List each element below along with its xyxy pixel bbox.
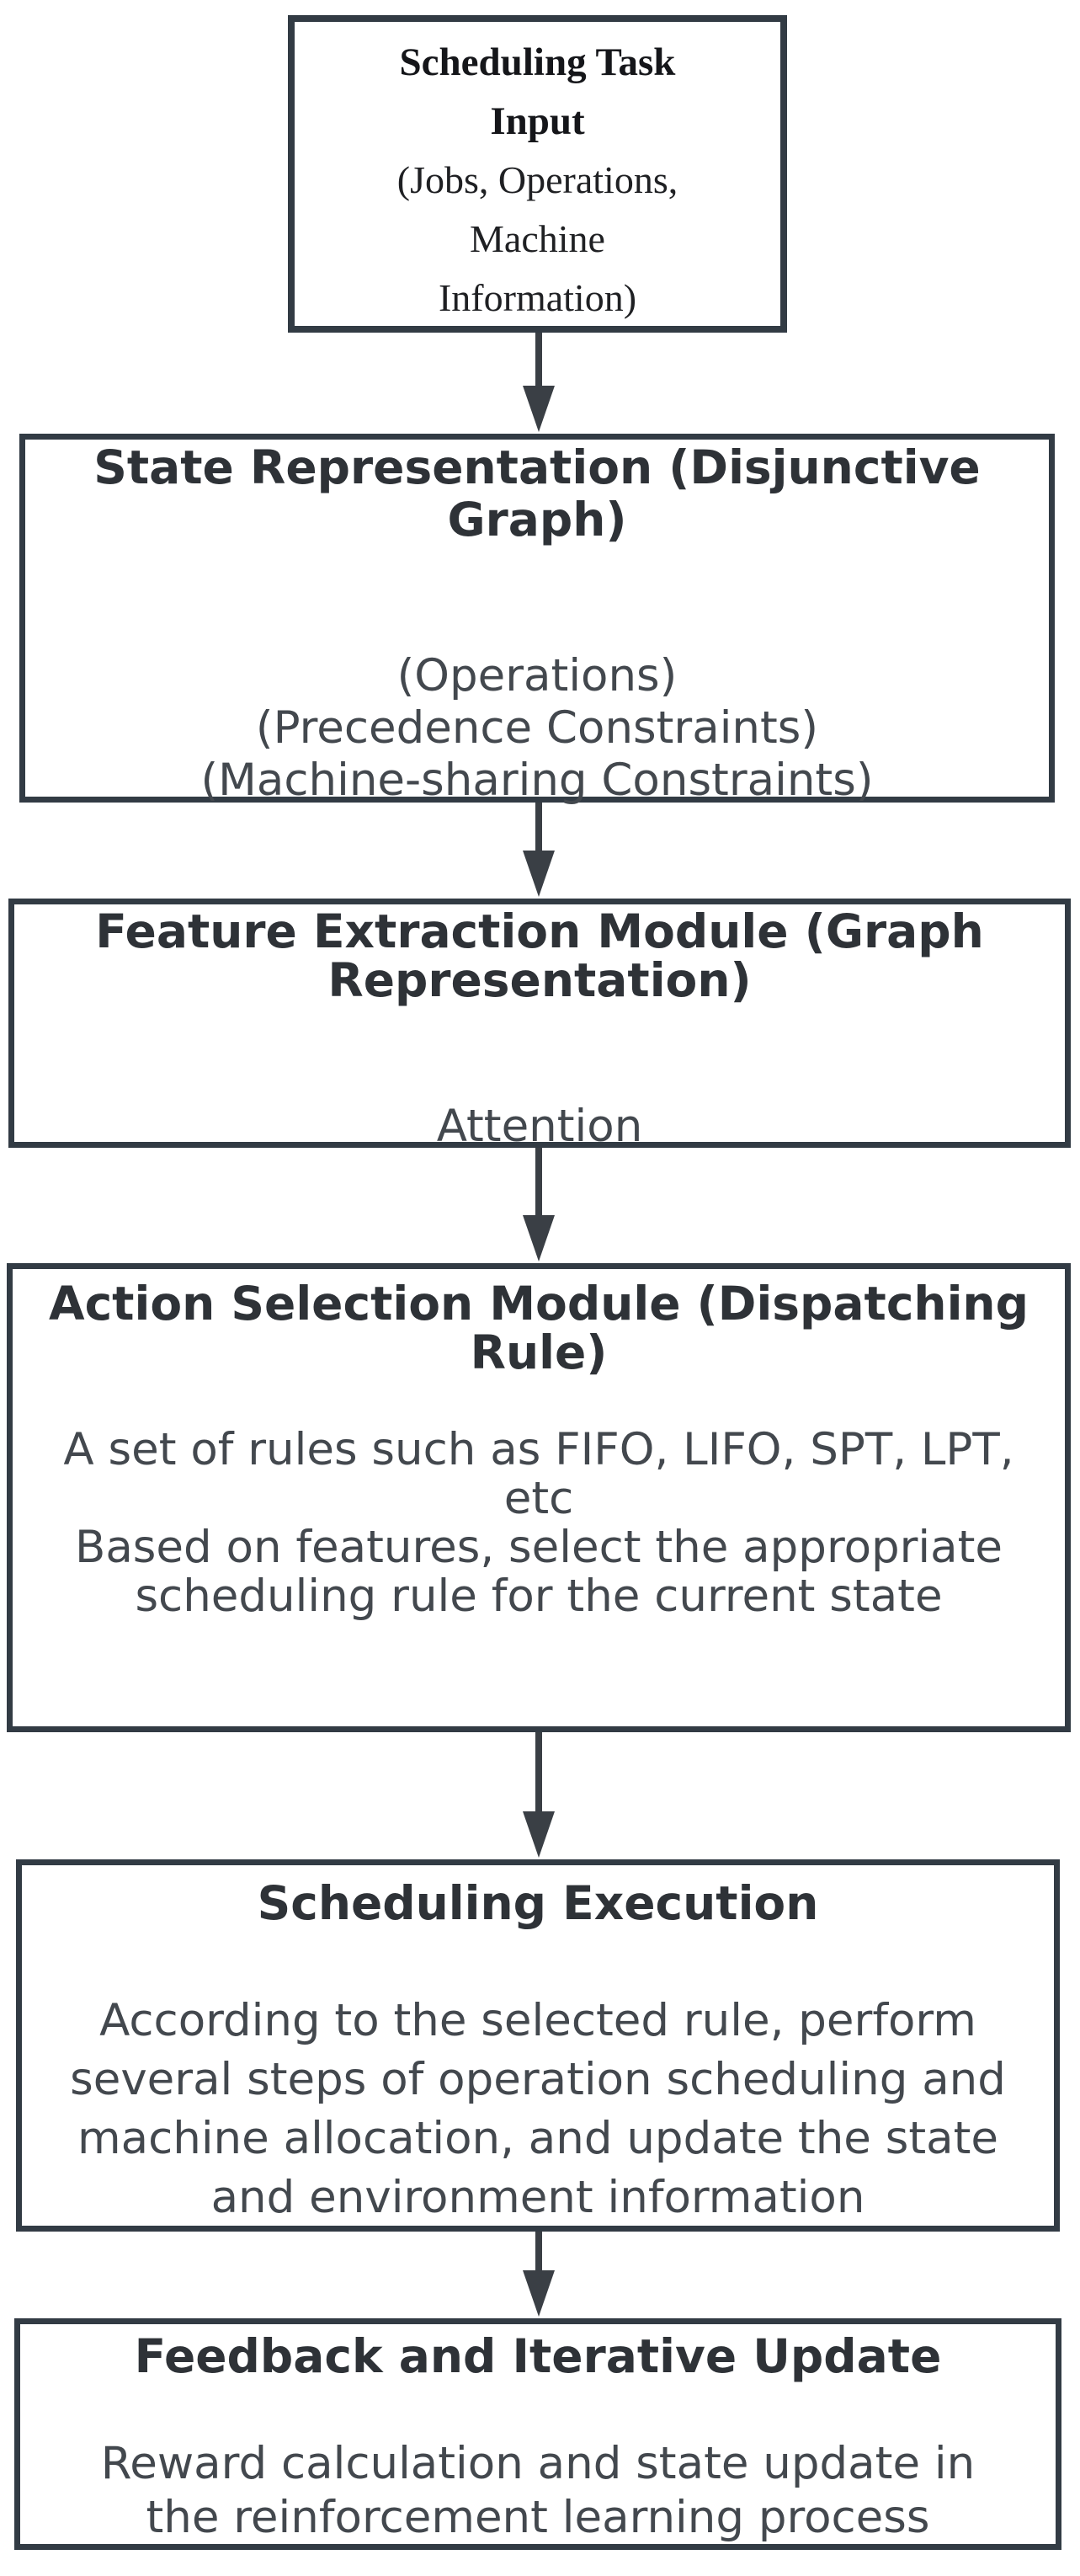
arrow-stem: [535, 1148, 542, 1215]
arrow-stem: [535, 333, 542, 386]
flow-box-scheduling-execution: Scheduling Execution According to the se…: [16, 1859, 1060, 2232]
arrow-stem: [535, 2232, 542, 2270]
box-title-line: Feature Extraction Module (Graph: [95, 904, 984, 958]
arrow-head: [523, 1811, 555, 1858]
box-body-line: Attention: [436, 1101, 643, 1152]
box-content: Scheduling Execution According to the se…: [22, 1865, 1054, 2227]
flow-box-scheduling-task-input: Scheduling Task Input (Jobs, Operations,…: [288, 15, 787, 333]
box-body-line: Machine: [470, 217, 605, 260]
box-body-line: Reward calculation and state update in: [100, 2438, 976, 2489]
box-title-line: State Representation (Disjunctive: [93, 440, 981, 494]
box-content: Action Selection Module (Dispatching Rul…: [13, 1269, 1065, 1621]
box-body-line: Information): [438, 276, 637, 319]
arrow-head: [523, 2270, 555, 2317]
box-title-line: Scheduling Execution: [257, 1876, 819, 1930]
box-body-line: (Machine-sharing Constraints): [200, 755, 874, 806]
box-body-line: etc: [503, 1473, 574, 1524]
box-content: Feature Extraction Module (Graph Represe…: [14, 904, 1065, 1151]
box-body-line: and environment information: [210, 2172, 865, 2223]
flow-box-feedback-iterative-update: Feedback and Iterative Update Reward cal…: [14, 2318, 1061, 2550]
box-title-line: Action Selection Module (Dispatching: [49, 1277, 1029, 1331]
arrow-stem: [535, 803, 542, 851]
box-body-line: scheduling rule for the current state: [135, 1571, 943, 1622]
box-content: Scheduling Task Input (Jobs, Operations,…: [295, 22, 780, 328]
flow-box-action-selection-module: Action Selection Module (Dispatching Rul…: [7, 1263, 1071, 1732]
arrow-head: [523, 386, 555, 432]
box-content: State Representation (Disjunctive Graph)…: [25, 440, 1049, 807]
box-body-line: several steps of operation scheduling an…: [70, 2054, 1006, 2105]
box-body-line: the reinforcement learning process: [146, 2492, 930, 2543]
box-body-line: machine allocation, and update the state: [77, 2113, 999, 2164]
box-title-line: Feedback and Iterative Update: [134, 2329, 942, 2383]
box-title-line: Graph): [447, 493, 627, 547]
box-body-line: Based on features, select the appropriat…: [74, 1522, 1003, 1573]
box-title-line: Representation): [327, 953, 752, 1007]
box-title-line: Input: [490, 99, 585, 143]
flow-box-state-representation: State Representation (Disjunctive Graph)…: [19, 434, 1055, 806]
arrow-head: [523, 1215, 555, 1261]
box-body-line: (Precedence Constraints): [255, 702, 819, 754]
box-body-line: A set of rules such as FIFO, LIFO, SPT, …: [63, 1424, 1014, 1475]
arrow-head: [523, 851, 555, 897]
flow-box-feature-extraction-module: Feature Extraction Module (Graph Represe…: [8, 899, 1071, 1151]
box-content: Feedback and Iterative Update Reward cal…: [20, 2324, 1056, 2545]
box-body-line: (Jobs, Operations,: [396, 158, 678, 201]
arrow-stem: [535, 1732, 542, 1811]
box-body-line: According to the selected rule, perform: [99, 1995, 976, 2046]
box-body-line: (Operations): [396, 650, 678, 701]
box-title-line: Scheduling Task: [399, 40, 676, 84]
box-title-line: Rule): [470, 1325, 608, 1379]
